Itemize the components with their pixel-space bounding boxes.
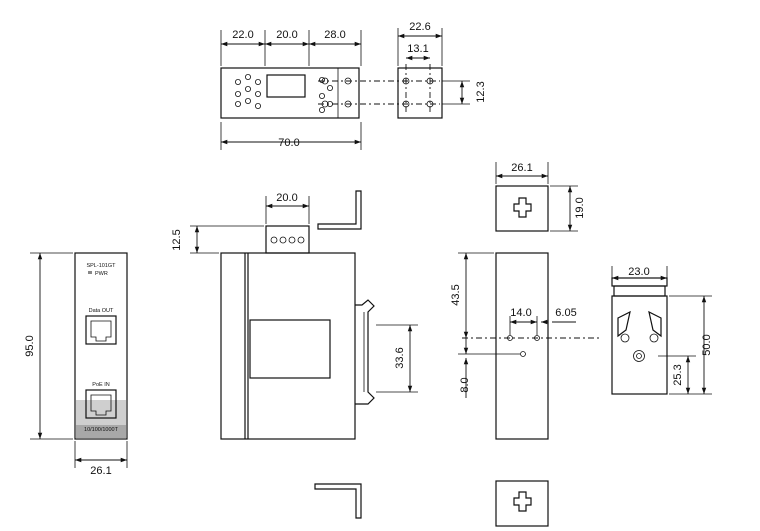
dim-26-1-clip: 26.1 [511,162,532,174]
dim-12-5: 12.5 [171,229,183,250]
dim-23-0: 23.0 [628,266,649,278]
side-view [220,190,375,519]
rj45-port-out [85,315,117,345]
clip-bottom-rear [495,480,549,527]
dim-22-6: 22.6 [409,21,430,33]
vent-holes-right [318,77,333,114]
dim-26-1-front: 26.1 [90,465,111,477]
mount-holes-top [321,77,352,108]
rear-view [462,252,600,440]
clip-top-rear [495,185,549,232]
model-label: SPL-101GT [86,263,116,269]
rj45-port-in [85,389,117,419]
dim-33-6: 33.6 [394,347,406,368]
poe-in-label: PoE IN [92,382,109,388]
dim-25-3: 25.3 [672,364,684,385]
dim-12-3: 12.3 [475,81,487,102]
dim-13-1: 13.1 [407,43,428,55]
dims-front: 95.0 26.1 [24,252,128,477]
dim-20-0-side: 20.0 [276,192,297,204]
front-view: SPL-101GT PWR Data OUT PoE IN 10/100/100… [74,252,128,440]
pwr-label: PWR [95,271,108,277]
din-clip-side [355,299,375,405]
power-connector [265,225,310,254]
bracket-side-bottom [314,483,362,519]
dim-14-0: 14.0 [510,307,531,319]
data-out-label: Data OUT [89,308,114,314]
dims-din: 23.0 50.0 25.3 [611,266,713,395]
top-view [220,67,440,119]
dim-19-0: 19.0 [574,197,586,218]
dims-side: 20.0 12.5 33.6 [171,192,418,393]
dims-top: 22.0 20.0 28.0 22.6 13.1 12.3 70.0 [220,21,487,150]
dim-28-0: 28.0 [324,29,345,41]
dim-43-5: 43.5 [450,284,462,305]
dim-95-0: 95.0 [24,335,36,356]
dims-rear: 26.1 19.0 43.5 8.0 14.0 6.05 [450,162,586,398]
dim-70-0: 70.0 [278,137,299,149]
bracket-side-top [317,190,362,230]
vent-holes-left [234,74,261,110]
dim-6-05: 6.05 [555,307,576,319]
speed-label: 10/100/1000T [84,427,119,433]
dim-8-0: 8.0 [459,377,471,392]
bracket-top-view [397,64,443,119]
dim-50-0: 50.0 [701,334,713,355]
din-rail-clip [611,277,668,395]
dim-20-0-top: 20.0 [276,29,297,41]
dim-22-0: 22.0 [232,29,253,41]
